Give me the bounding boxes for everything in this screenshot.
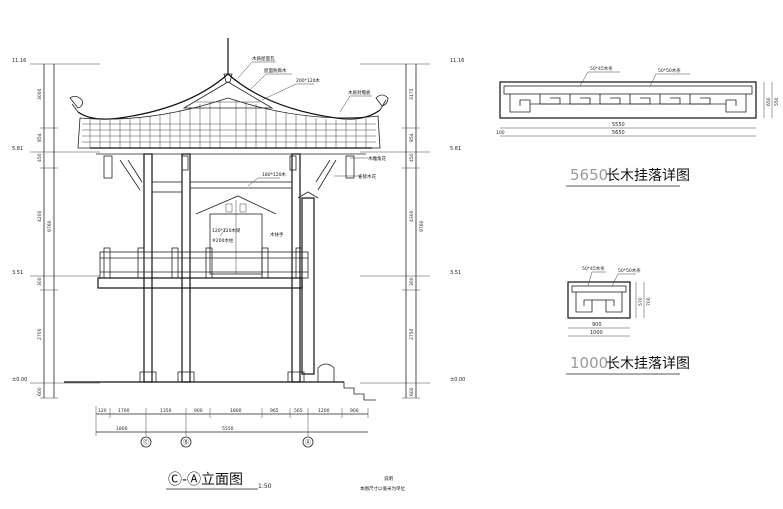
left-level-ground: ±0.00 [12, 377, 27, 383]
bottom-dim: 565 [294, 408, 303, 414]
bottom-dim: 900 [350, 408, 359, 414]
annotation: 200*120木 [296, 77, 320, 84]
left-level-top: 11.16 [12, 58, 26, 64]
left-level-eave: 5.81 [12, 146, 23, 152]
annotation: 木扶手 [270, 231, 284, 238]
bottom-dim: 120 [98, 408, 107, 414]
roof-tiles [82, 100, 376, 148]
note-heading: 说明 [384, 475, 393, 482]
left-dim: 9760 [47, 220, 53, 232]
left-level-floor: 3.51 [12, 270, 23, 276]
right-dim: 4300 [409, 210, 415, 222]
overall-dim: 5550 [222, 426, 234, 432]
bottom-dim: 1200 [318, 408, 330, 414]
detail-short-title-num: 1000 [570, 354, 608, 372]
right-level-ground: ±0.00 [450, 377, 465, 383]
right-dim: 3175 [409, 88, 415, 100]
detail-short-title: 长木挂落详图 [606, 356, 690, 372]
elevation-title: Ⓒ-Ⓐ立面图 [168, 472, 243, 488]
detail-long-dim: 5550 [612, 122, 625, 128]
right-level-top: 11.16 [450, 58, 464, 64]
right-dim: 9760 [419, 220, 425, 232]
bottom-dimensions: 120 1700 1350 900 1800 965 565 1200 900 … [95, 406, 369, 448]
axis-c: Ⓒ [143, 439, 149, 447]
right-dim: 300 [409, 277, 415, 286]
annotation: 木质屋面瓦 [252, 55, 275, 62]
pavilion-elevation [64, 38, 389, 401]
axis-b: Ⓑ [183, 439, 189, 447]
detail-long-dim: 5650 [612, 130, 625, 136]
annotation: 屋面防腐木 [264, 67, 287, 74]
detail-short-dim: 1000 [590, 330, 603, 336]
left-dim: 3000 [37, 88, 43, 100]
annotations: 木质屋面瓦 屋面防腐木 200*120木 木质封檐板 木雕角花 雀替木花 180… [212, 55, 386, 244]
detail-long-dim: 100 [496, 130, 505, 136]
detail-long-dim: 650 [766, 97, 772, 106]
detail-short-dim: 900 [592, 322, 602, 328]
left-dim: 600 [37, 387, 43, 396]
detail-long-note2: 50*50木条 [658, 67, 681, 74]
right-dim: 600 [409, 387, 415, 396]
annotation: 180*120木 [262, 171, 286, 178]
annotation: #200木柱 [212, 237, 234, 244]
annotation: 雀替木花 [358, 173, 376, 180]
left-dim: 450 [37, 153, 43, 162]
right-level-ruler: 11.16 5.81 3.51 ±0.00 3175 854 450 4300 … [360, 58, 465, 399]
detail-long-dim: 550 [774, 97, 780, 106]
bottom-dim: 965 [270, 408, 279, 414]
right-dim: 450 [409, 153, 415, 162]
bottom-dim: 1800 [230, 408, 242, 414]
bottom-dim: 1350 [160, 408, 172, 414]
detail-short-dim: 570 [638, 297, 644, 306]
right-level-floor: 3.51 [450, 270, 461, 276]
detail-long-note1: 50*45木条 [590, 65, 613, 72]
left-level-ruler: 11.16 5.81 3.51 ±0.00 3000 854 450 4200 … [12, 58, 100, 399]
left-dim: 854 [37, 133, 43, 142]
left-dim: 2700 [37, 328, 43, 340]
detail-long-title-num: 5650 [570, 166, 608, 184]
left-dim: 4200 [37, 210, 43, 222]
right-dim: 854 [409, 133, 415, 142]
axis-a: Ⓐ [305, 439, 311, 447]
note-text: 本图尺寸以毫米为单位 [360, 485, 405, 492]
detail-short-dim: 700 [646, 297, 652, 306]
detail-short-note2: 50*50木条 [618, 267, 641, 274]
detail-short-note1: 50*45木条 [582, 265, 605, 272]
balustrade-posts [103, 247, 303, 279]
right-dim: 2750 [409, 328, 415, 340]
annotation: 120*120木梁 [212, 227, 241, 234]
bottom-dim: 900 [194, 408, 203, 414]
annotation: 木质封檐板 [348, 89, 371, 96]
left-dim: 300 [37, 277, 43, 286]
right-level-eave: 5.81 [450, 146, 461, 152]
overall-dim: 1800 [116, 426, 128, 432]
bottom-dim: 1700 [118, 408, 130, 414]
detail-long-title: 长木挂落详图 [606, 168, 690, 184]
elevation-scale: 1:50 [258, 483, 272, 490]
detail-short-fascia: 50*45木条 50*50木条 900 1000 570 700 [567, 265, 652, 337]
detail-long-fascia: 50*45木条 50*50木条 100 5550 5650 650 550 [496, 65, 780, 137]
annotation: 木雕角花 [368, 155, 386, 162]
